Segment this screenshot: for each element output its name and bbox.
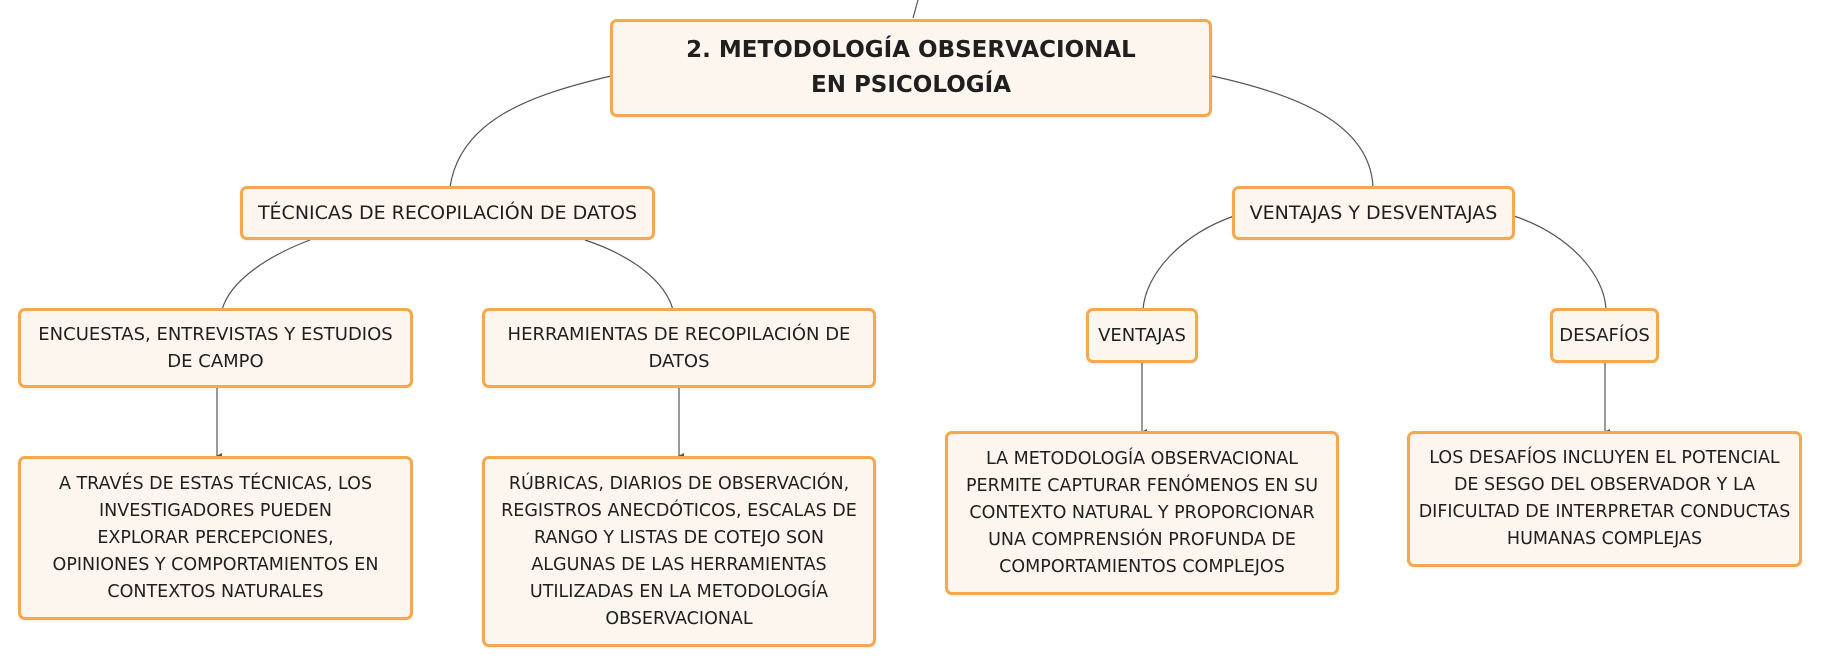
desafios-label: DESAFÍOS xyxy=(1559,325,1650,346)
branch-tecnicas-node[interactable]: TÉCNICAS DE RECOPILACIÓN DE DATOS xyxy=(240,186,655,240)
root-node[interactable]: 2. METODOLOGÍA OBSERVACIONAL EN PSICOLOG… xyxy=(610,19,1212,117)
ventajas-node[interactable]: VENTAJAS xyxy=(1086,308,1198,363)
branch-ventajas-desventajas-node[interactable]: VENTAJAS Y DESVENTAJAS xyxy=(1232,186,1515,240)
connector-vyd-to-ventajas xyxy=(1142,215,1235,311)
connector-root-to-tecnicas xyxy=(449,75,612,188)
root-title: 2. METODOLOGÍA OBSERVACIONAL EN PSICOLOG… xyxy=(686,37,1136,98)
connector-tecnicas-to-herramientas xyxy=(584,239,674,311)
connector-tecnicas-to-encuestas xyxy=(221,239,311,311)
desafios-node[interactable]: DESAFÍOS xyxy=(1550,308,1659,363)
herramientas-detail-node[interactable]: RÚBRICAS, DIARIOS DE OBSERVACIÓN, REGIST… xyxy=(482,456,876,647)
branch-tecnicas-label: TÉCNICAS DE RECOPILACIÓN DE DATOS xyxy=(257,201,638,224)
encuestas-detail-node[interactable]: A TRAVÉS DE ESTAS TÉCNICAS, LOS INVESTIG… xyxy=(18,456,413,620)
ventajas-detail-text: LA METODOLOGÍA OBSERVACIONAL PERMITE CAP… xyxy=(965,448,1319,577)
herramientas-detail-text: RÚBRICAS, DIARIOS DE OBSERVACIÓN, REGIST… xyxy=(501,473,857,629)
herramientas-label: HERRAMIENTAS DE RECOPILACIÓN DE DATOS xyxy=(507,324,851,372)
ventajas-detail-node[interactable]: LA METODOLOGÍA OBSERVACIONAL PERMITE CAP… xyxy=(945,431,1339,595)
encuestas-detail-text: A TRAVÉS DE ESTAS TÉCNICAS, LOS INVESTIG… xyxy=(52,473,379,602)
herramientas-node[interactable]: HERRAMIENTAS DE RECOPILACIÓN DE DATOS xyxy=(482,308,876,388)
desafios-detail-text: LOS DESAFÍOS INCLUYEN EL POTENCIAL DE SE… xyxy=(1418,448,1791,549)
branch-ventajas-desventajas-label: VENTAJAS Y DESVENTAJAS xyxy=(1249,201,1498,224)
encuestas-node[interactable]: ENCUESTAS, ENTREVISTAS Y ESTUDIOS DE CAM… xyxy=(18,308,413,388)
encuestas-label: ENCUESTAS, ENTREVISTAS Y ESTUDIOS DE CAM… xyxy=(38,324,393,372)
connector-parent-to-root xyxy=(912,0,919,19)
ventajas-label: VENTAJAS xyxy=(1098,325,1186,346)
connector-root-to-ventajas-desventajas xyxy=(1211,75,1374,188)
connector-vyd-to-desafios xyxy=(1513,215,1607,311)
desafios-detail-node[interactable]: LOS DESAFÍOS INCLUYEN EL POTENCIAL DE SE… xyxy=(1407,431,1802,567)
